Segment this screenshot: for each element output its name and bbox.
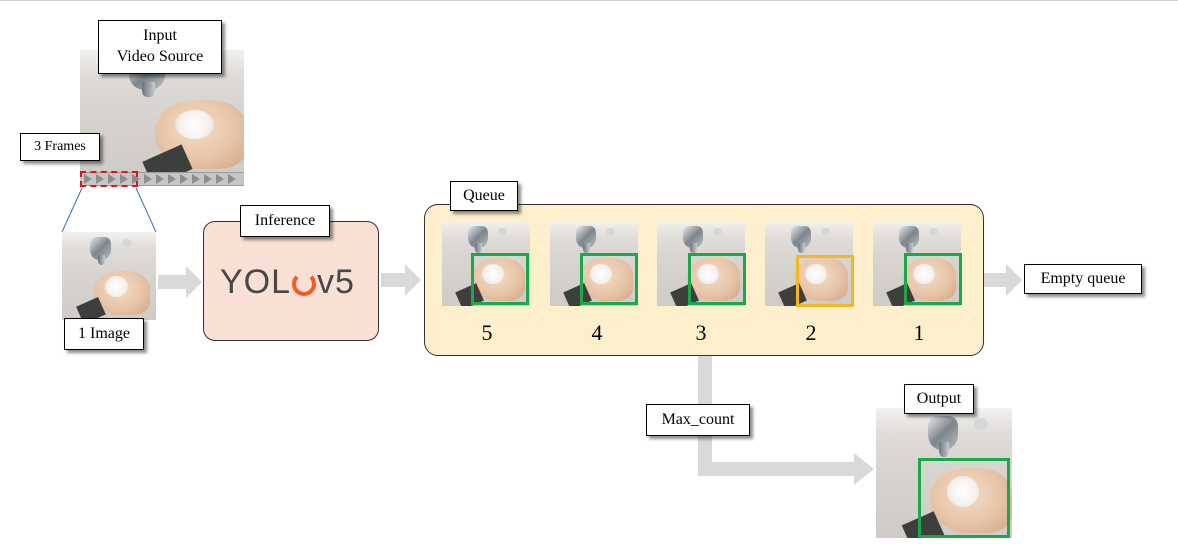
detection-box-ok (688, 253, 746, 305)
detection-box-ok (580, 253, 638, 305)
arrow-to-queue (381, 273, 407, 287)
arrow-to-empty-queue (984, 273, 1008, 287)
output-label: Output (904, 384, 974, 414)
one-image-label: 1 Image (64, 318, 144, 350)
arrow-to-inference-head (186, 266, 202, 298)
input-label-line1: Input (143, 27, 177, 45)
queue-number: 2 (805, 320, 817, 345)
queue-frame-image (442, 221, 530, 306)
output-detection-box (918, 458, 1010, 538)
yolo-text-left: YOL (220, 262, 292, 301)
queue-label: Queue (450, 181, 518, 211)
yolo-o-mark-icon (292, 272, 317, 296)
inference-label: Inference (240, 205, 330, 237)
yolo-text-right: v5 (317, 262, 355, 301)
output-image (876, 408, 1012, 538)
frame-strip (80, 172, 244, 186)
inference-box (203, 221, 379, 341)
max-count-label: Max_count (646, 404, 750, 436)
queue-frame-image (657, 221, 745, 306)
empty-queue-label: Empty queue (1024, 264, 1142, 294)
queue-frame-image (873, 221, 961, 306)
detection-box-ok (471, 253, 529, 305)
queue-frame-image (550, 221, 638, 306)
arrow-to-output-head (854, 453, 874, 485)
detection-box-warn (796, 255, 854, 307)
max-count-path-horizontal (698, 462, 856, 476)
detection-box-ok (904, 253, 962, 305)
queue-number: 3 (695, 320, 707, 345)
top-border (0, 0, 1178, 1)
queue-number: 4 (591, 320, 603, 345)
input-label-line2: Video Source (116, 48, 204, 65)
arrow-to-empty-queue-head (1006, 264, 1022, 296)
arrow-to-queue-head (405, 264, 421, 296)
yolov5-logo: YOL v5 (220, 262, 360, 302)
queue-number: 5 (481, 320, 493, 345)
input-video-source-label: Input Video Source (98, 20, 222, 74)
queue-number: 1 (913, 320, 925, 345)
three-frames-label: 3 Frames (20, 133, 100, 161)
single-image (62, 232, 156, 320)
arrow-to-inference (158, 275, 188, 289)
queue-frame-image (765, 221, 853, 306)
frame-selection-box (80, 171, 138, 187)
